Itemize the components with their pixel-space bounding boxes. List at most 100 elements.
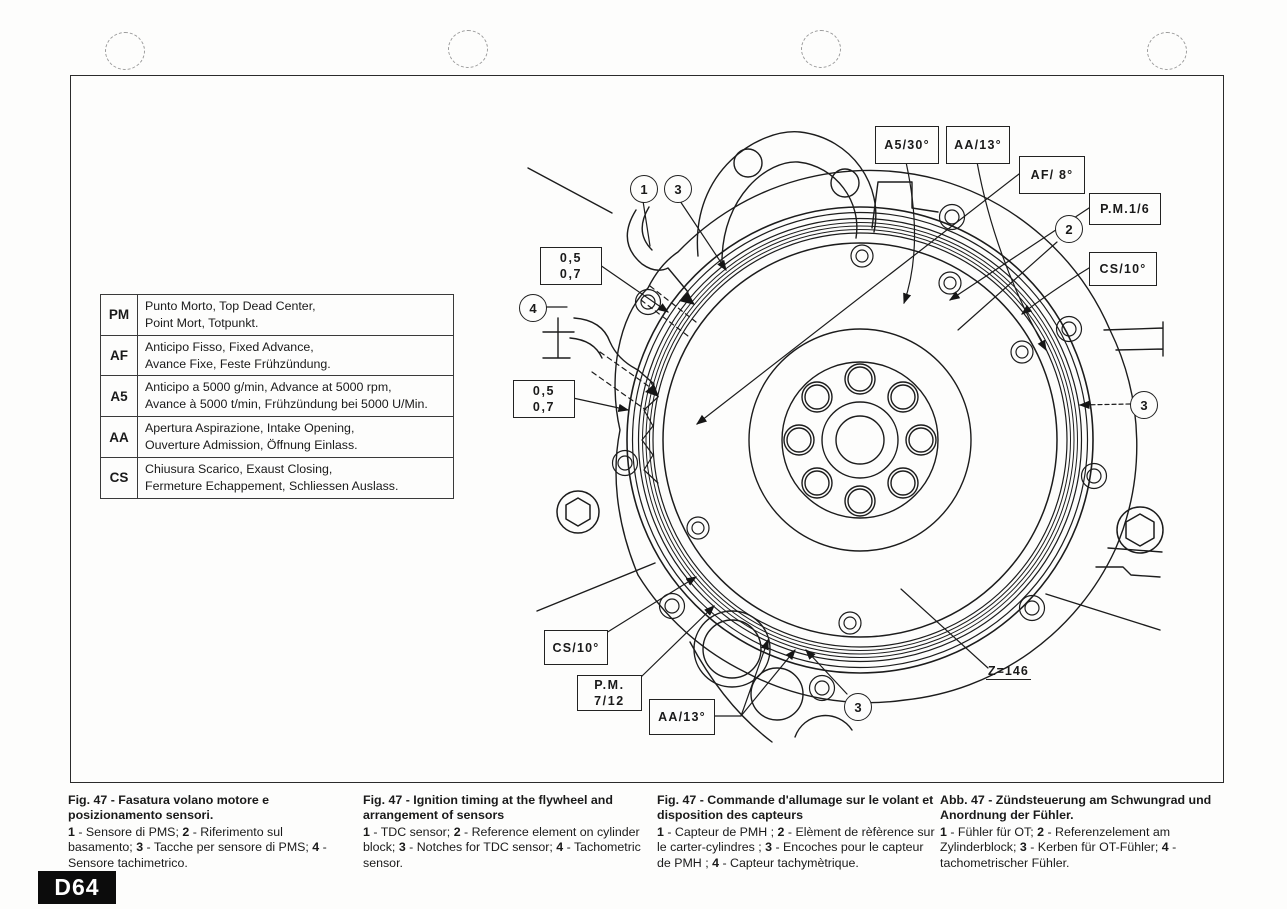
caption-item-text: - TDC sensor; [369,824,454,839]
callout-a5-30: A5/30° [875,126,939,164]
callout-cs-10-right: CS/10° [1089,252,1157,286]
caption-item-num: 3 [398,840,406,855]
legend-text: Avance Fixe, Feste Frühzündung. [145,356,331,371]
callout-aa-13-top: AA/13° [946,126,1010,164]
caption-english: Fig. 47 - Ignition timing at the flywhee… [363,793,641,871]
flange-bolts [611,203,1108,702]
legend-text: Fermeture Echappement, Schliessen Auslas… [145,478,399,493]
caption-german: Abb. 47 - Zündsteuerung am Schwungrad un… [940,793,1222,871]
legend-row-aa: AA Apertura Aspirazione, Intake Opening,… [101,417,453,458]
flywheel-hub [748,328,972,552]
caption-body: 1 - Fühler für OT; 2 - Referenzelement a… [940,825,1222,871]
caption-item-text: - Encoches pour le capteur de PMH ; [657,840,924,870]
ref-balloon-3-top: 3 [664,175,692,203]
caption-item-num: 4 [1161,840,1169,855]
ref-number: 2 [1065,221,1073,237]
caption-item-text: - Referenzelement am Zylinderblock; [940,824,1171,855]
caption-item-num: 1 [940,824,947,839]
legend-row-a5: A5 Anticipo a 5000 g/min, Advance at 500… [101,376,453,418]
caption-item-text: - Sensore di PMS; [74,824,183,839]
leader-lines [544,161,1131,717]
page-frame [70,75,1224,783]
callout-label: AA/13° [954,138,1002,152]
caption-item-text: - tachometrischer Fühler. [940,840,1177,870]
caption-item-text: - Kerben für OT-Fühler; [1026,840,1162,855]
legend-row-cs: CS Chiusura Scarico, Exaust Closing,Ferm… [101,457,453,498]
legend-text: Apertura Aspirazione, Intake Opening, [145,421,355,436]
caption-item-text: - Reference element on cylinder block; [363,824,640,855]
caption-item-num: 1 [68,824,75,839]
callout-label: 0,5 [559,250,583,265]
callout-label: 0,7 [559,267,583,281]
legend-abbr: AA [101,417,138,457]
page-code-badge: D64 [38,871,116,904]
caption-item-text: - Tachometric sensor. [363,840,641,870]
binder-hole [448,30,488,68]
callout-label: Z=146 [988,664,1029,678]
tdc-sensor [626,206,695,305]
ref-number: 3 [854,699,862,715]
caption-body: 1 - TDC sensor; 2 - Reference element on… [363,825,641,871]
callout-label: 7/12 [594,694,625,708]
caption-item-num: 3 [765,840,773,855]
housing-outline [527,167,1164,743]
caption-body: 1 - Capteur de PMH ; 2 - Elèment de rèfè… [657,825,939,871]
legend-abbr: A5 [101,376,138,417]
ref-number: 3 [1140,397,1148,413]
caption-title: Fig. 47 - Commande d'allumage sur le vol… [657,793,934,823]
caption-item-text: - Riferimento sul basamento; [68,824,283,855]
legend-text: Avance à 5000 t/min, Frühzündung bei 500… [145,397,428,412]
callout-label: P.M.1/6 [1100,202,1150,216]
caption-item-text: - Elèment de rèfèrence sur le carter-cyl… [657,824,935,855]
face-rivets [686,244,1034,635]
ref-number: 1 [640,181,648,197]
ref-balloon-2: 2 [1055,215,1083,243]
caption-item-text: - Capteur de PMH ; [663,824,778,839]
caption-italian: Fig. 47 - Fasatura volano motore e posiz… [68,793,350,871]
caption-item-num: 2 [182,824,190,839]
legend-text: Chiusura Scarico, Exaust Closing, [145,461,333,476]
callout-gap-top: 0,5 0,7 [540,247,602,285]
hub-bolt-holes [783,363,937,517]
legend-row-af: AF Anticipo Fisso, Fixed Advance,Avance … [101,335,453,377]
ref-number: 3 [674,181,682,197]
caption-item-num: 2 [1037,824,1045,839]
callout-pm-1-6: P.M.1/6 [1089,193,1161,225]
caption-title: Fig. 47 - Ignition timing at the flywhee… [363,793,613,823]
callout-label: AF/ 8° [1030,168,1074,182]
callout-label: CS/10° [1099,262,1147,276]
caption-item-text: - Fühler für OT; [946,824,1038,839]
caption-item-num: 1 [363,824,370,839]
legend-abbr: PM [101,295,138,335]
callout-label: 0,5 [532,383,556,398]
caption-item-num: 4 [712,855,719,870]
hex-plugs [556,490,1164,554]
caption-item-num: 4 [556,840,564,855]
legend-text: Ouverture Admission, Öffnung Einlass. [145,438,358,453]
caption-item-text: - Notches for TDC sensor; [405,840,557,855]
caption-title: Abb. 47 - Zündsteuerung am Schwungrad un… [940,793,1212,823]
caption-item-num: 1 [657,824,664,839]
ref-balloon-1: 1 [630,175,658,203]
binder-hole [801,30,841,68]
ref-balloon-3-bottom: 3 [844,693,872,721]
callout-gap-bottom: 0,5 0,7 [513,380,575,418]
caption-item-text: - Sensore tachimetrico. [68,840,327,870]
callout-cs-10-left: CS/10° [544,630,608,665]
callout-label: A5/30° [884,138,930,152]
page-code: D64 [54,874,100,900]
callout-label: 0,7 [532,400,556,414]
binder-hole [105,32,145,70]
ref-balloon-4: 4 [519,294,547,322]
caption-french: Fig. 47 - Commande d'allumage sur le vol… [657,793,939,871]
callout-pm-7-12: P.M. 7/12 [577,675,642,711]
legend-text: Point Mort, Totpunkt. [145,315,259,330]
ref-number: 4 [529,300,537,316]
legend-text: Anticipo a 5000 g/min, Advance at 5000 r… [145,380,392,395]
caption-item-num: 3 [136,840,144,855]
legend-text: Punto Morto, Top Dead Center, [145,299,316,313]
ring-gear [626,206,1094,674]
legend-table: PM Punto Morto, Top Dead Center, Point Mo… [100,294,454,499]
